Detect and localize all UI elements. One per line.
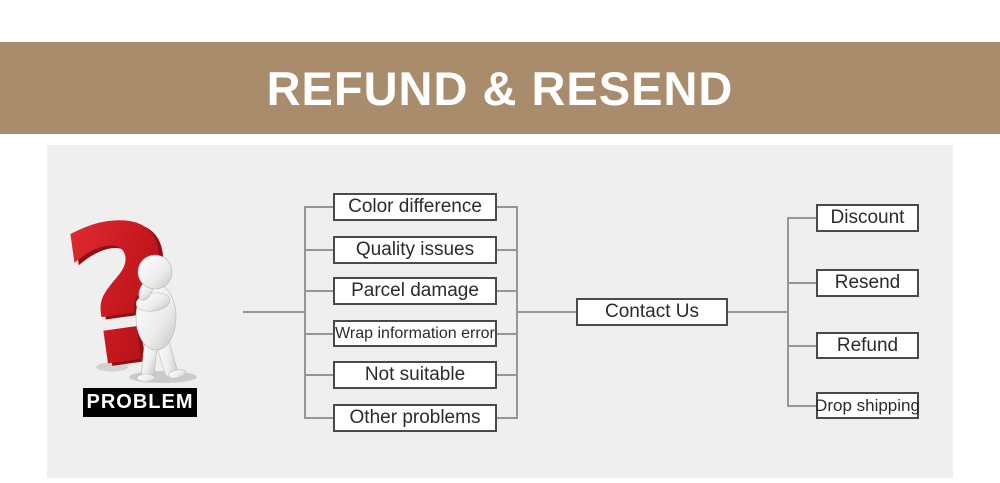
connector-line [497,206,518,208]
problem-label: PROBLEM [83,388,197,417]
connector-line [787,345,816,347]
connector-line [787,217,816,219]
solution-box-discount: Discount [816,204,919,232]
connector-left-trunk [304,206,306,419]
problem-box-parcel-damage: Parcel damage [333,277,497,305]
problem-box-other-problems: Other problems [333,404,497,432]
connector-line [304,374,333,376]
connector-line [497,333,518,335]
banner-title: REFUND & RESEND [266,61,734,115]
connector-hub-out [728,311,788,313]
connector-line [497,290,518,292]
diagram-panel [47,145,953,478]
connector-line [497,249,518,251]
problem-box-not-suitable: Not suitable [333,361,497,389]
connector-line [497,374,518,376]
connector-line [304,206,333,208]
connector-line [497,417,518,419]
connector-line [304,249,333,251]
problem-box-color-difference: Color difference [333,193,497,221]
connector-line [304,290,333,292]
solution-box-refund: Refund [816,332,919,359]
connector-line [787,282,816,284]
connector-feed-line [243,311,305,313]
connector-right-trunk [787,217,789,407]
connector-line [304,417,333,419]
problem-box-quality-issues: Quality issues [333,236,497,264]
thinking-person-icon [135,254,187,383]
connector-line [304,333,333,335]
problem-illustration: ? ? [55,190,197,390]
problem-box-wrap-information-error: Wrap information error [333,320,497,347]
banner: REFUND & RESEND [0,42,1000,134]
contact-us-box: Contact Us [576,298,728,326]
solution-box-drop-shipping: Drop shipping [815,392,920,419]
connector-line [787,405,816,407]
solution-box-resend: Resend [816,269,919,297]
connector-hub-in [516,311,576,313]
shadow-ellipse [96,362,128,372]
